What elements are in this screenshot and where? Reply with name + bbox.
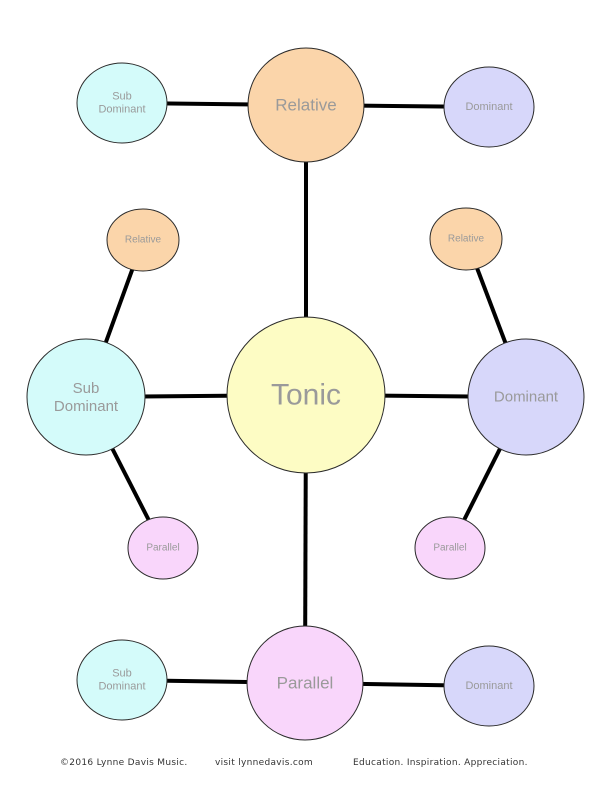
node-label-subdominant-relative: Relative [125, 235, 162, 246]
node-tonic: Tonic [226, 316, 386, 474]
node-relative-main: Relative [247, 47, 365, 163]
node-circle-dominant-main [467, 338, 585, 456]
node-dominant-relative: Relative [429, 207, 503, 271]
node-label-subdominant-parallel: Parallel [146, 543, 179, 554]
node-circle-tonic [226, 316, 386, 474]
node-subdominant-parallel: Parallel [127, 516, 199, 580]
node-relative-dominant: Dominant [443, 66, 535, 148]
node-label-parallel-main: Parallel [277, 674, 334, 693]
footer: ©2016 Lynne Davis Music. visit lynnedavi… [0, 758, 612, 776]
node-dominant-main: Dominant [467, 338, 585, 456]
node-parallel-dominant: Dominant [443, 645, 535, 727]
footer-copyright: ©2016 Lynne Davis Music. [60, 758, 188, 768]
node-parallel-main: Parallel [246, 625, 364, 741]
footer-website: visit lynnedavis.com [215, 758, 314, 768]
node-circle-subdominant-relative [106, 208, 180, 272]
node-label-relative-dominant: Dominant [465, 101, 512, 113]
node-label-dominant-main: Dominant [494, 389, 559, 406]
node-circle-subdominant-main [26, 338, 146, 456]
node-label-tonic: Tonic [271, 379, 341, 412]
node-circle-dominant-relative [429, 207, 503, 271]
node-label-relative-main: Relative [275, 96, 336, 115]
node-label-dominant-parallel: Parallel [433, 543, 466, 554]
node-circle-relative-main [247, 47, 365, 163]
node-label-dominant-relative: Relative [448, 234, 485, 245]
node-circle-relative-dominant [443, 66, 535, 148]
node-subdominant-relative: Relative [106, 208, 180, 272]
node-label-parallel-dominant: Dominant [465, 680, 512, 692]
node-dominant-parallel: Parallel [414, 516, 486, 580]
node-circle-relative-subdominant [76, 62, 168, 144]
node-circle-subdominant-parallel [127, 516, 199, 580]
node-circle-dominant-parallel [414, 516, 486, 580]
node-circle-parallel-main [246, 625, 364, 741]
node-circle-parallel-dominant [443, 645, 535, 727]
footer-tagline: Education. Inspiration. Appreciation. [353, 758, 528, 768]
node-circle-parallel-subdominant [76, 639, 168, 721]
